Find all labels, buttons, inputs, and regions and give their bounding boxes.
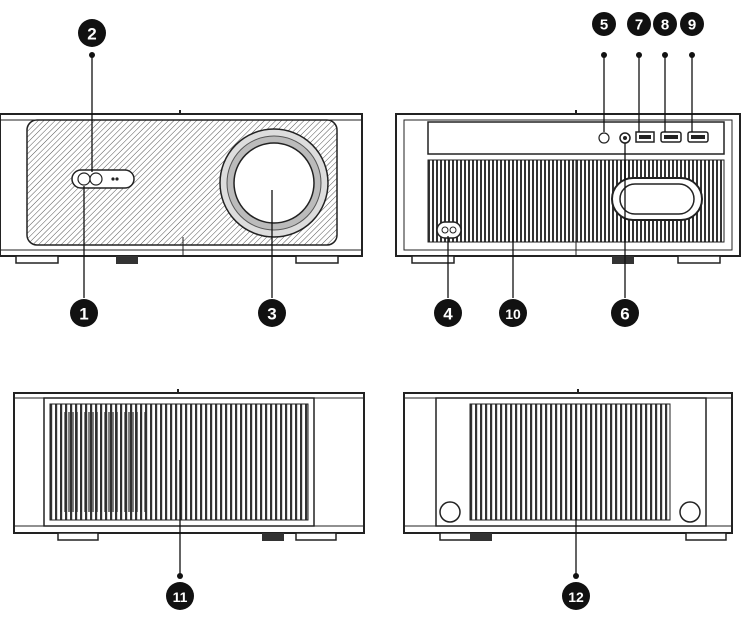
svg-text:4: 4	[443, 305, 453, 324]
ir-sensor-badge	[71, 169, 135, 189]
left-side-view	[13, 389, 365, 541]
svg-text:11: 11	[173, 589, 188, 605]
svg-text:3: 3	[267, 305, 276, 324]
back-view	[395, 110, 741, 264]
right-side-view	[403, 389, 733, 541]
foot-right	[679, 501, 701, 523]
svg-text:10: 10	[505, 306, 521, 322]
callout-1: 1	[70, 299, 98, 327]
svg-text:5: 5	[600, 17, 608, 34]
callout-4: 4	[434, 299, 462, 327]
svg-text:2: 2	[87, 25, 96, 44]
foot-left	[439, 501, 461, 523]
svg-text:6: 6	[620, 305, 629, 324]
ir-receiver	[598, 132, 610, 144]
power-socket	[436, 221, 462, 239]
leader-lines	[83, 55, 693, 576]
speaker-grille	[611, 177, 703, 221]
svg-text:7: 7	[635, 17, 643, 34]
lens	[219, 128, 329, 238]
callout-12: 12	[562, 582, 590, 610]
svg-text:9: 9	[688, 17, 696, 34]
right-side-vent	[469, 403, 671, 521]
callout-5: 5	[592, 12, 616, 36]
callout-8: 8	[653, 12, 677, 36]
callout-9: 9	[680, 12, 704, 36]
callout-7: 7	[627, 12, 651, 36]
callout-6: 6	[611, 299, 639, 327]
callout-11: 11	[166, 582, 194, 610]
front-view	[0, 110, 363, 264]
callout-3: 3	[258, 299, 286, 327]
callout-10: 10	[499, 299, 527, 327]
svg-text:12: 12	[568, 589, 584, 605]
svg-text:1: 1	[79, 305, 88, 324]
callout-2: 2	[78, 19, 106, 47]
leader-dots	[89, 52, 695, 579]
svg-text:8: 8	[661, 17, 669, 34]
